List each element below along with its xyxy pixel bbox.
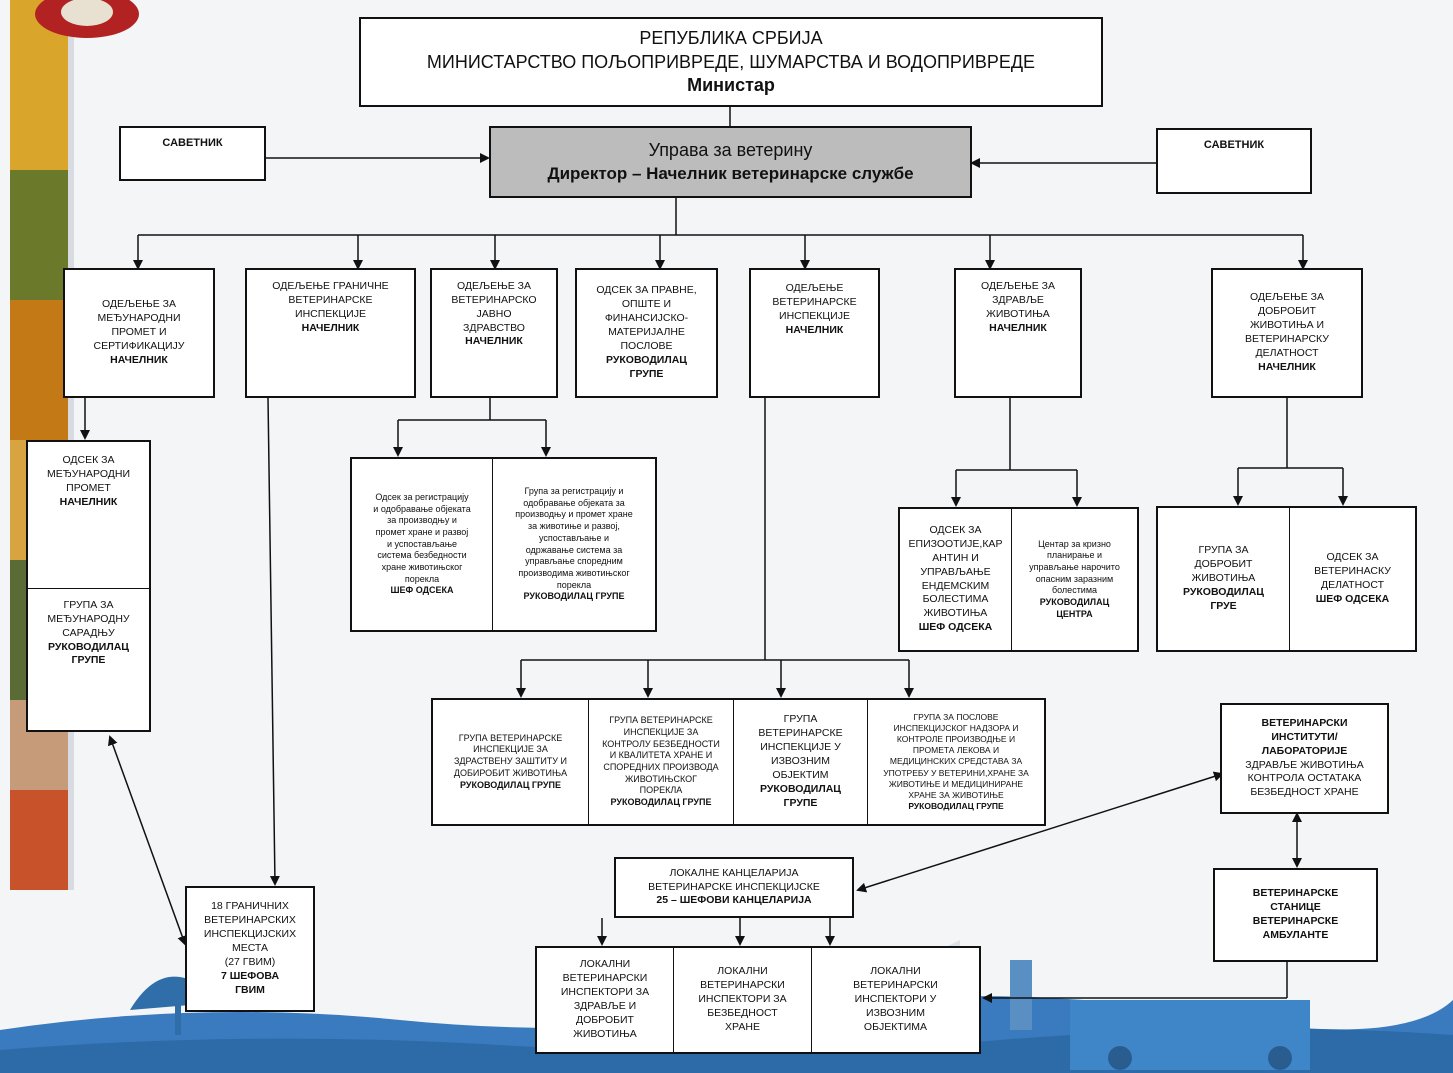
advisor-right-box: САВЕТНИК xyxy=(1156,128,1312,194)
border-posts-head: 7 ШЕФОВА ГВИМ xyxy=(220,969,280,996)
group-name: ГРУПА ВЕТЕРИНАРСКЕ ИНСПЕКЦИЈЕ ЗА ЗДРАСТВ… xyxy=(453,732,568,778)
institutes-title: ВЕТЕРИНАРСКИ ИНСТИТУТИ/ ЛАБОРАТОРИЈЕ xyxy=(1261,716,1348,757)
group-name: Група за регистрацију и одобравање објек… xyxy=(515,486,633,590)
department-head: НАЧЕЛНИК xyxy=(1258,360,1316,373)
department-animal-health: ОДЕЉЕЊЕ ЗА ЗДРАВЉЕ ЖИВОТИЊА НАЧЕЛНИК xyxy=(954,268,1082,398)
section-vet-activity: ОДСЕК ЗА ВЕТЕРИНАСКУ ДЕЛАТНОСТ ШЕФ ОДСЕК… xyxy=(1289,508,1415,650)
section-intl-trade: ОДСЕК ЗА МЕЂУНАРОДНИ ПРОМЕТ НАЧЕЛНИК xyxy=(28,442,149,588)
group-intl-cooperation: ГРУПА ЗА МЕЂУНАРОДНУ САРАДЊУ РУКОВОДИЛАЦ… xyxy=(28,588,149,730)
stations-label: ВЕТЕРИНАРСКЕ СТАНИЦЕ ВЕТЕРИНАРСКЕ АМБУЛА… xyxy=(1252,887,1339,941)
advisor-right-label: САВЕТНИК xyxy=(1203,139,1265,151)
group-export-inspection: ГРУПА ВЕТЕРИНАРСКЕ ИНСПЕКЦИЈЕ У ИЗВОЗНИМ… xyxy=(733,700,867,824)
department-head: НАЧЕЛНИК xyxy=(465,335,523,348)
inspectors-label: ЛОКАЛНИ ВЕТЕРИНАРСКИ ИНСПЕКТОРИ ЗА ЗДРАВ… xyxy=(560,958,650,1040)
group-name: ГРУПА ЗА МЕЂУНАРОДНУ САРАДЊУ xyxy=(47,599,130,639)
minister-title: Министар xyxy=(687,75,775,96)
section-name: ОДСЕК ЗА ВЕТЕРИНАСКУ ДЕЛАТНОСТ xyxy=(1314,551,1391,591)
group-medicines-inspection: ГРУПА ЗА ПОСЛОВЕ ИНСПЕКЦИЈСКОГ НАДЗОРА И… xyxy=(867,700,1044,824)
intl-trade-units: ОДСЕК ЗА МЕЂУНАРОДНИ ПРОМЕТ НАЧЕЛНИК ГРУ… xyxy=(26,440,151,732)
group-head: РУКОВОДИЛАЦ ГРУЕ xyxy=(1183,585,1264,612)
center-crisis-planning: Центар за кризно планирање и управљање н… xyxy=(1011,509,1137,650)
section-name: ОДСЕК ЗА МЕЂУНАРОДНИ ПРОМЕТ xyxy=(46,454,131,494)
department-head: НАЧЕЛНИК xyxy=(785,323,844,336)
inspectors-label: ЛОКАЛНИ ВЕТЕРИНАРСКИ ИНСПЕКТОРИ ЗА БЕЗБЕ… xyxy=(698,965,787,1033)
department-border-inspection: ОДЕЉЕЊЕ ГРАНИЧНЕ ВЕТЕРИНАРСКЕ ИНСПЕКЦИЈЕ… xyxy=(245,268,416,398)
section-food-establishments: Одсек за регистрацију и одобравање објек… xyxy=(352,459,492,630)
country-title: РЕПУБЛИКА СРБИЈА xyxy=(639,27,823,48)
department-head: НАЧЕЛНИК xyxy=(110,353,168,366)
department-vet-inspection: ОДЕЉЕЊЕ ВЕТЕРИНАРСКЕ ИНСПЕКЦИЈЕ НАЧЕЛНИК xyxy=(749,268,880,398)
local-inspectors: ЛОКАЛНИ ВЕТЕРИНАРСКИ ИНСПЕКТОРИ ЗА ЗДРАВ… xyxy=(535,946,981,1054)
local-offices-label: ЛОКАЛНЕ КАНЦЕЛАРИЈА ВЕТЕРИНАРСКЕ ИНСПЕКЦ… xyxy=(648,866,820,893)
center-head: РУКОВОДИЛАЦ ЦЕНТРА xyxy=(1039,597,1110,619)
stations-box: ВЕТЕРИНАРСКЕ СТАНИЦЕ ВЕТЕРИНАРСКЕ АМБУЛА… xyxy=(1213,868,1378,962)
group-name: ГРУПА ЗА ДОБРОБИТ ЖИВОТИЊА xyxy=(1191,544,1256,585)
crest-icon xyxy=(35,0,139,38)
section-name: ОДСЕК ЗА ЕПИЗООТИЈЕ,КАР АНТИН И УПРАВЉАЊ… xyxy=(908,524,1003,620)
ministry-title: МИНИСТАРСТВО ПОЉОПРИВРЕДЕ, ШУМАРСТВА И В… xyxy=(426,52,1036,73)
welfare-units: ГРУПА ЗА ДОБРОБИТ ЖИВОТИЊА РУКОВОДИЛАЦ Г… xyxy=(1156,506,1417,652)
department-head: РУКОВОДИЛАЦ ГРУПЕ xyxy=(606,353,687,380)
group-head: РУКОВОДИЛАЦ ГРУПЕ xyxy=(610,797,712,808)
department-name: ОДСЕК ЗА ПРАВНЕ, ОПШТЕ И ФИНАНСИЈСКО- МА… xyxy=(596,284,697,352)
institutes-scope: ЗДРАВЉЕ ЖИВОТИЊА КОНТРОЛА ОСТАТАКА БЕЗБЕ… xyxy=(1245,758,1364,799)
group-feed-establishments: Група за регистрацију и одобравање објек… xyxy=(492,459,655,630)
department-intl-trade: ОДЕЉЕЊЕ ЗА МЕЂУНАРОДНИ ПРОМЕТ И СЕРТИФИК… xyxy=(63,268,215,398)
center-name: Центар за кризно планирање и управљање н… xyxy=(1029,538,1120,596)
group-head: РУКОВОДИЛАЦ ГРУПЕ xyxy=(460,779,561,790)
advisor-left-box: САВЕТНИК xyxy=(119,126,266,181)
local-offices-box: ЛОКАЛНЕ КАНЦЕЛАРИЈА ВЕТЕРИНАРСКЕ ИНСПЕКЦ… xyxy=(614,857,854,918)
department-head: НАЧЕЛНИК xyxy=(989,321,1047,334)
group-head: РУКОВОДИЛАЦ ГРУПЕ xyxy=(523,591,625,602)
department-animal-welfare: ОДЕЉЕЊЕ ЗА ДОБРОБИТ ЖИВОТИЊА И ВЕТЕРИНАР… xyxy=(1211,268,1363,398)
department-name: ОДЕЉЕЊЕ ЗА МЕЂУНАРОДНИ ПРОМЕТ И СЕРТИФИК… xyxy=(93,298,185,352)
border-posts-box: 18 ГРАНИЧНИХ ВЕТЕРИНАРСКИХ ИНСПЕКЦИЈСКИХ… xyxy=(185,886,315,1012)
ministry-box: РЕПУБЛИКА СРБИЈА МИНИСТАРСТВО ПОЉОПРИВРЕ… xyxy=(359,17,1103,107)
local-offices-head: 25 – ШЕФОВИ КАНЦЕЛАРИЈА xyxy=(656,894,812,907)
section-head: ШЕФ ОДСЕКА xyxy=(390,585,454,596)
animal-health-units: ОДСЕК ЗА ЕПИЗООТИЈЕ,КАР АНТИН И УПРАВЉАЊ… xyxy=(898,507,1139,652)
inspection-groups: ГРУПА ВЕТЕРИНАРСКЕ ИНСПЕКЦИЈЕ ЗА ЗДРАСТВ… xyxy=(431,698,1046,826)
directorate-box: Управа за ветерину Директор – Начелник в… xyxy=(489,126,972,198)
institutes-box: ВЕТЕРИНАРСКИ ИНСТИТУТИ/ ЛАБОРАТОРИЈЕ ЗДР… xyxy=(1220,703,1389,814)
inspectors-label: ЛОКАЛНИ ВЕТЕРИНАРСКИ ИНСПЕКТОРИ У ИЗВОЗН… xyxy=(853,965,938,1033)
group-head: РУКОВОДИЛАЦ ГРУПЕ xyxy=(760,782,841,809)
advisor-left-label: САВЕТНИК xyxy=(162,137,223,149)
section-name: Одсек за регистрацију и одобравање објек… xyxy=(373,491,471,584)
department-head: НАЧЕЛНИК xyxy=(301,321,360,334)
section-head: НАЧЕЛНИК xyxy=(59,495,118,508)
group-name: ГРУПА ВЕТЕРИНАРСКЕ ИНСПЕКЦИЈЕ ЗА КОНТРОЛ… xyxy=(602,715,720,796)
inspectors-export: ЛОКАЛНИ ВЕТЕРИНАРСКИ ИНСПЕКТОРИ У ИЗВОЗН… xyxy=(811,948,979,1052)
department-public-health: ОДЕЉЕЊЕ ЗА ВЕТЕРИНАРСКО ЈАВНО ЗДРАВСТВО … xyxy=(430,268,558,398)
department-name: ОДЕЉЕЊЕ ЗА ЗДРАВЉЕ ЖИВОТИЊА xyxy=(980,280,1056,320)
section-legal-finance: ОДСЕК ЗА ПРАВНЕ, ОПШТЕ И ФИНАНСИЈСКО- МА… xyxy=(575,268,718,398)
section-epizootics: ОДСЕК ЗА ЕПИЗООТИЈЕ,КАР АНТИН И УПРАВЉАЊ… xyxy=(900,509,1011,650)
public-health-units: Одсек за регистрацију и одобравање објек… xyxy=(350,457,657,632)
director-title: Директор – Начелник ветеринарске службе xyxy=(547,163,914,183)
group-name: ГРУПА ВЕТЕРИНАРСКЕ ИНСПЕКЦИЈЕ У ИЗВОЗНИМ… xyxy=(758,713,843,781)
group-animal-health-inspection: ГРУПА ВЕТЕРИНАРСКЕ ИНСПЕКЦИЈЕ ЗА ЗДРАСТВ… xyxy=(433,700,588,824)
department-name: ОДЕЉЕЊЕ ГРАНИЧНЕ ВЕТЕРИНАРСКЕ ИНСПЕКЦИЈЕ xyxy=(272,280,389,320)
section-head: ШЕФ ОДСЕКА xyxy=(1315,592,1390,605)
group-head: РУКОВОДИЛАЦ ГРУПЕ xyxy=(908,800,1004,811)
inspectors-animal-health: ЛОКАЛНИ ВЕТЕРИНАРСКИ ИНСПЕКТОРИ ЗА ЗДРАВ… xyxy=(537,948,673,1052)
group-name: ГРУПА ЗА ПОСЛОВЕ ИНСПЕКЦИЈСКОГ НАДЗОРА И… xyxy=(883,712,1029,800)
group-food-safety-inspection: ГРУПА ВЕТЕРИНАРСКЕ ИНСПЕКЦИЈЕ ЗА КОНТРОЛ… xyxy=(588,700,733,824)
group-head: РУКОВОДИЛАЦ ГРУПЕ xyxy=(48,640,129,667)
section-head: ШЕФ ОДСЕКА xyxy=(918,621,993,634)
department-name: ОДЕЉЕЊЕ ВЕТЕРИНАРСКЕ ИНСПЕКЦИЈЕ xyxy=(772,282,857,322)
inspectors-food-safety: ЛОКАЛНИ ВЕТЕРИНАРСКИ ИНСПЕКТОРИ ЗА БЕЗБЕ… xyxy=(673,948,811,1052)
group-animal-welfare: ГРУПА ЗА ДОБРОБИТ ЖИВОТИЊА РУКОВОДИЛАЦ Г… xyxy=(1158,508,1289,650)
department-name: ОДЕЉЕЊЕ ЗА ВЕТЕРИНАРСКО ЈАВНО ЗДРАВСТВО xyxy=(451,280,537,334)
department-name: ОДЕЉЕЊЕ ЗА ДОБРОБИТ ЖИВОТИЊА И ВЕТЕРИНАР… xyxy=(1245,291,1329,359)
directorate-title: Управа за ветерину xyxy=(648,139,813,160)
border-posts-label: 18 ГРАНИЧНИХ ВЕТЕРИНАРСКИХ ИНСПЕКЦИЈСКИХ… xyxy=(203,900,297,968)
